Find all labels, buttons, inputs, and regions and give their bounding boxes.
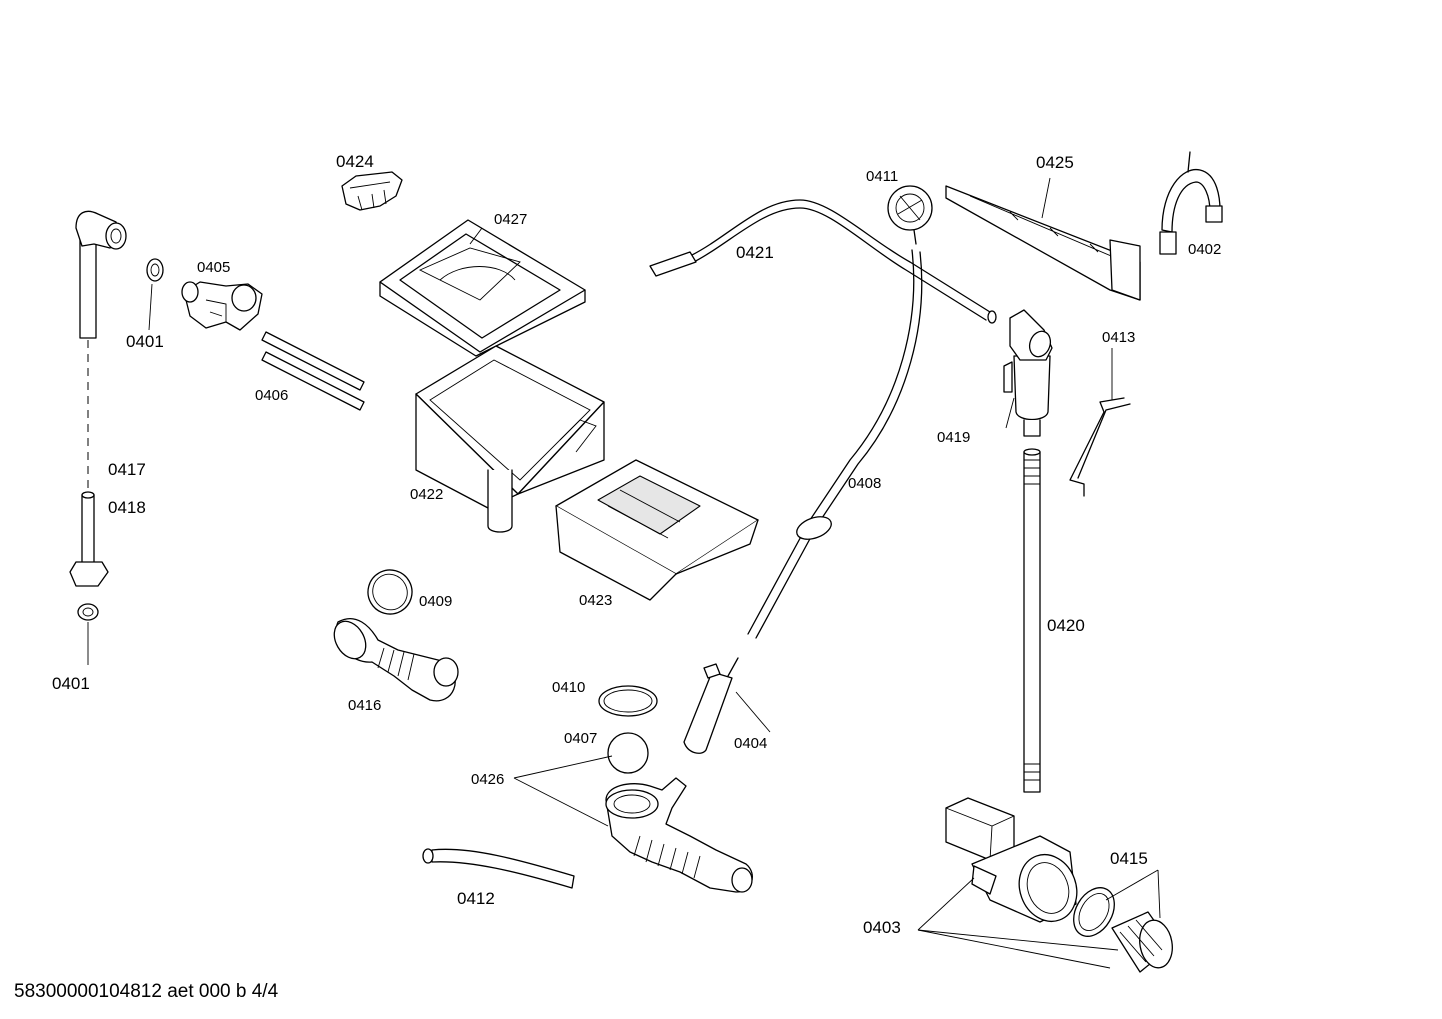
part-labels: 0424 0427 0405 0401 0406 0422 0417 0418 …: [52, 152, 1221, 937]
label-0427: 0427: [494, 211, 527, 228]
label-0411: 0411: [866, 168, 898, 185]
label-0417: 0417: [108, 460, 146, 479]
part-0410: [598, 685, 658, 717]
part-0408: [747, 249, 923, 639]
part-inlet-pipe: [75, 210, 127, 490]
label-0404: 0404: [734, 735, 767, 752]
drawing-reference: 58300000104812 aet 000 b 4/4: [14, 981, 279, 1002]
part-0411: [887, 185, 933, 245]
part-0405: [181, 281, 263, 331]
part-0425: [945, 185, 1141, 301]
part-0422: [415, 345, 605, 533]
label-0426: 0426: [471, 771, 504, 788]
label-0419: 0419: [937, 429, 970, 446]
part-0406: [261, 331, 365, 411]
label-0415: 0415: [1110, 849, 1148, 868]
part-0423: [555, 459, 759, 601]
part-0402: [1159, 151, 1223, 255]
part-0419: [1003, 309, 1053, 437]
label-0418: 0418: [108, 498, 146, 517]
part-0412: [422, 848, 575, 889]
label-0425: 0425: [1036, 153, 1074, 172]
part-0426: [605, 777, 753, 893]
label-0420: 0420: [1047, 616, 1085, 635]
label-0402: 0402: [1188, 241, 1221, 258]
label-0413: 0413: [1102, 329, 1135, 346]
part-0413: [1069, 397, 1131, 497]
part-0427: [379, 219, 586, 357]
part-0401-lower: [77, 603, 99, 621]
part-0424: [341, 171, 403, 211]
part-0420: [1023, 448, 1041, 793]
label-0423: 0423: [579, 592, 612, 609]
label-0401-upper: 0401: [126, 332, 164, 351]
label-0407: 0407: [564, 730, 597, 747]
label-0406: 0406: [255, 387, 288, 404]
leader-lines: [87, 177, 1161, 969]
part-0403: [945, 797, 1078, 923]
part-0416: [333, 617, 459, 702]
label-0421: 0421: [736, 243, 774, 262]
label-0409: 0409: [419, 593, 452, 610]
part-0418: [69, 491, 109, 587]
label-0403: 0403: [863, 918, 901, 937]
part-0407: [607, 732, 649, 774]
part-0415: [1073, 887, 1173, 973]
part-0409: [367, 569, 413, 615]
label-0424: 0424: [336, 152, 374, 171]
label-0410: 0410: [552, 679, 585, 696]
label-0416: 0416: [348, 697, 381, 714]
label-0422: 0422: [410, 486, 443, 503]
label-0401-lower: 0401: [52, 674, 90, 693]
label-0408: 0408: [848, 475, 881, 492]
part-0404: [683, 657, 739, 754]
part-0401-upper: [146, 258, 164, 282]
part-0421: [649, 199, 997, 324]
label-0405: 0405: [197, 259, 230, 276]
label-0412: 0412: [457, 889, 495, 908]
